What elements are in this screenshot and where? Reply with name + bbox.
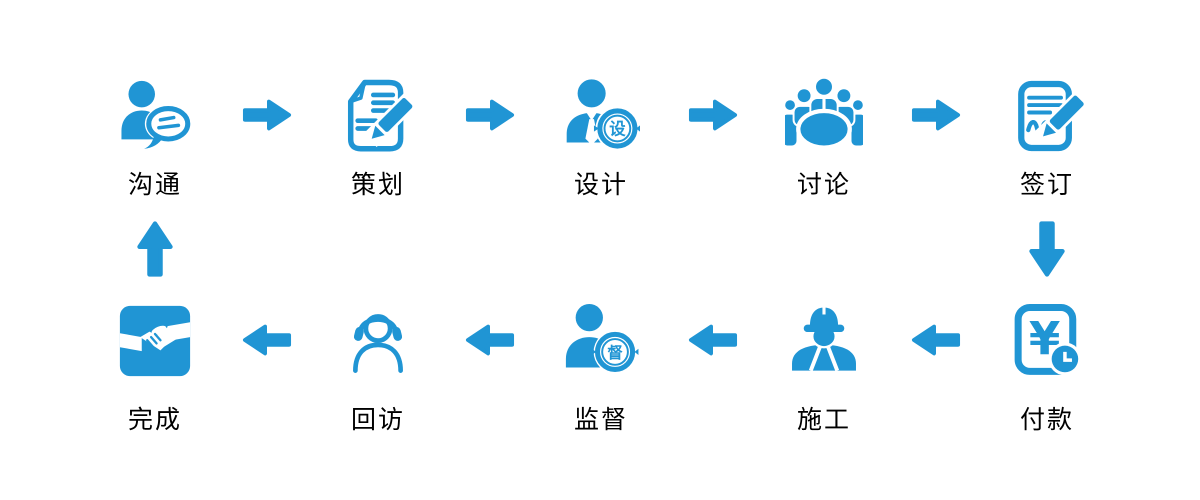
flow-arrow-right-icon xyxy=(453,77,526,134)
flow-arrow-up-icon xyxy=(134,220,176,278)
flow-arrow-right-icon xyxy=(676,77,749,134)
step-design: 设 设计 xyxy=(526,77,676,199)
flow-arrow-left-icon xyxy=(899,302,972,359)
flow-bottom-row: 完成 回访 xyxy=(80,302,1122,434)
supervise-badge-text: 督 xyxy=(607,343,623,362)
person-chat-icon xyxy=(116,77,194,155)
handshake-icon xyxy=(116,302,194,380)
step-label-plan: 策划 xyxy=(350,170,405,199)
flow-arrow-left-icon xyxy=(676,302,749,359)
step-label-design: 设计 xyxy=(573,170,628,199)
flow-arrow-down-icon xyxy=(1026,220,1068,278)
step-discuss: 讨论 xyxy=(749,77,899,199)
construction-worker-icon xyxy=(785,302,863,380)
step-sign: 签订 xyxy=(972,77,1122,199)
step-complete: 完成 xyxy=(80,302,230,434)
flow-arrow-right-icon xyxy=(899,77,972,134)
step-label-construct: 施工 xyxy=(796,405,851,434)
document-pen-icon xyxy=(339,77,417,155)
step-revisit: 回访 xyxy=(303,302,453,434)
step-label-pay: 付款 xyxy=(1019,405,1074,434)
flow-arrow-right-icon xyxy=(230,77,303,134)
step-pay: ¥ 付款 xyxy=(972,302,1122,434)
step-label-supervise: 监督 xyxy=(573,405,628,434)
flow-arrow-left-icon xyxy=(230,302,303,359)
step-label-complete: 完成 xyxy=(127,405,182,434)
step-supervise: 督 监督 xyxy=(526,302,676,434)
step-communicate: 沟通 xyxy=(80,77,230,199)
step-label-discuss: 讨论 xyxy=(796,170,851,199)
headset-support-icon xyxy=(339,302,417,380)
step-label-sign: 签订 xyxy=(1019,170,1074,199)
payment-clock-icon: ¥ xyxy=(1008,302,1086,380)
step-label-communicate: 沟通 xyxy=(127,170,182,199)
step-construct: 施工 xyxy=(749,302,899,434)
flow-arrow-left-icon xyxy=(453,302,526,359)
supervisor-badge-icon: 督 xyxy=(562,302,640,380)
design-badge-text: 设 xyxy=(609,120,626,139)
contract-signing-icon xyxy=(1008,77,1086,155)
flow-top-row: 沟通 策划 xyxy=(80,77,1122,199)
meeting-table-icon xyxy=(785,77,863,155)
step-plan: 策划 xyxy=(303,77,453,199)
designer-badge-icon: 设 xyxy=(562,77,640,155)
step-label-revisit: 回访 xyxy=(350,405,405,434)
